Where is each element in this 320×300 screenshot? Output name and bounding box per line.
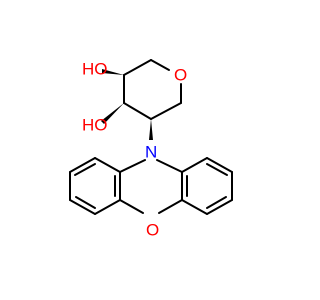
molecule-structure: HO HO O N O [69, 59, 233, 239]
bond-c1-o [150, 59, 170, 71]
bond-n-c5a [156, 159, 183, 173]
ring-oxygen-label: O [174, 65, 187, 84]
bond-c9a-o [158, 199, 183, 214]
phenoxazine-core [69, 157, 233, 215]
bond-c10a-o [119, 199, 144, 214]
hydroxyl-label-middle: HO [82, 115, 108, 134]
hydroxyl-label-top: HO [82, 59, 108, 78]
hashed-bond-oh-top [102, 69, 124, 75]
wedge-bond-n [149, 119, 153, 140]
bond-c2-c1 [123, 59, 152, 76]
bond-c6-c5 [150, 102, 182, 120]
hashed-bond-oh-mid [101, 103, 124, 124]
pyran-ring [123, 59, 182, 120]
bond-c5-c4 [123, 102, 152, 120]
phenoxazine-oxygen-label: O [146, 220, 159, 239]
nitrogen-label: N [145, 142, 157, 161]
bond-n-c4a [119, 159, 146, 173]
